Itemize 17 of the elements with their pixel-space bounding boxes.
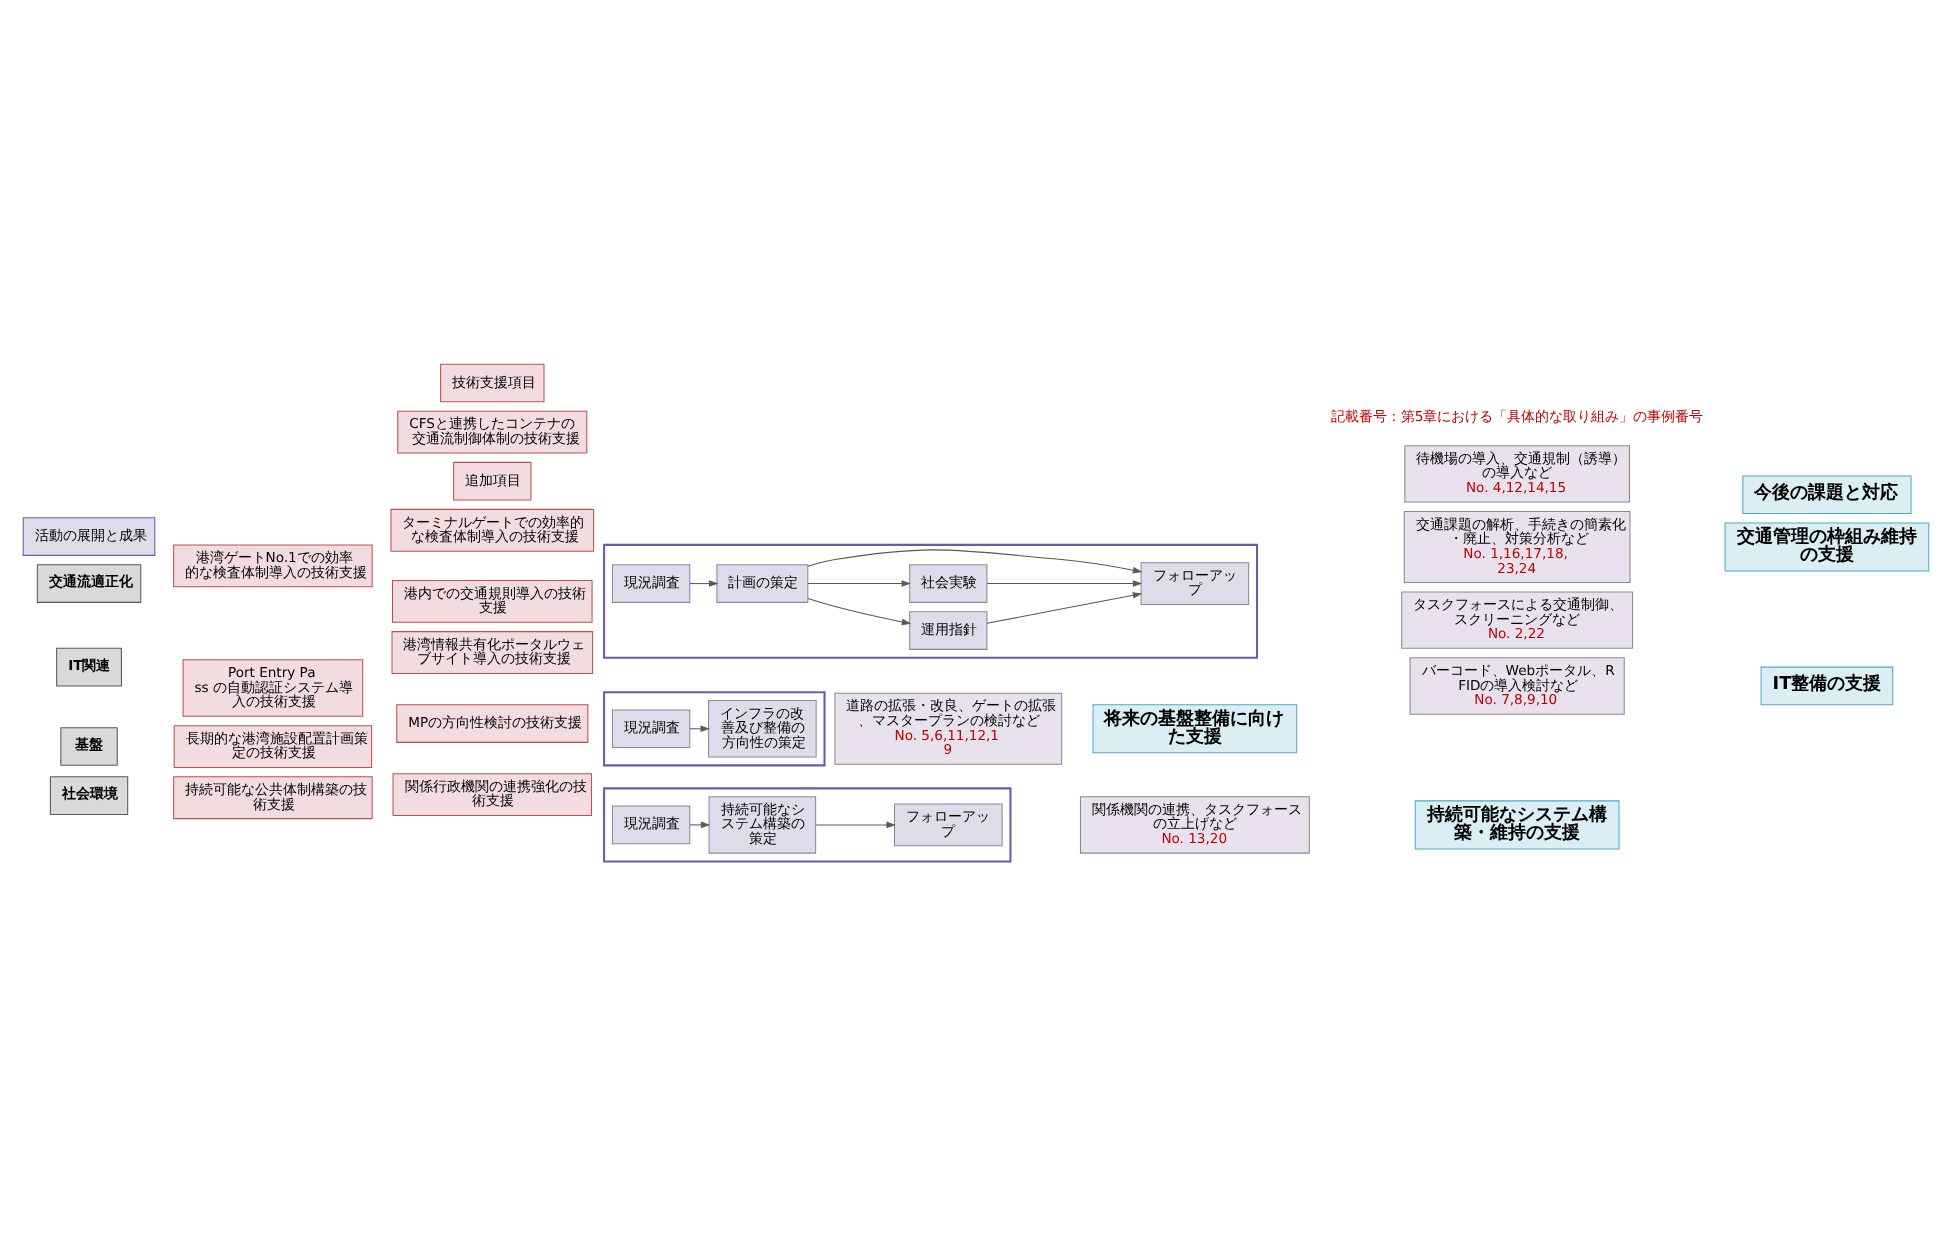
node-box: 今後の課題と対応 [1742,475,1912,515]
arrow [807,549,1143,574]
arrow [986,592,1143,624]
node-box: 交通管理の枠組み維持の支援 [1724,522,1930,572]
arrow [689,725,710,733]
cluster [603,543,1259,659]
cluster [603,787,1012,863]
arrow [815,821,896,829]
node-box: 持続可能なシステム構築・維持の支援 [1414,800,1620,850]
cluster [603,691,826,767]
arrow [807,580,911,587]
arrow [986,580,1143,587]
node-box: IT整備の支援 [1760,666,1894,706]
arrow [689,580,719,587]
node-box: 将来の基盤整備に向けた支援 [1092,704,1298,754]
arrow [807,598,912,626]
arrow [689,821,711,829]
